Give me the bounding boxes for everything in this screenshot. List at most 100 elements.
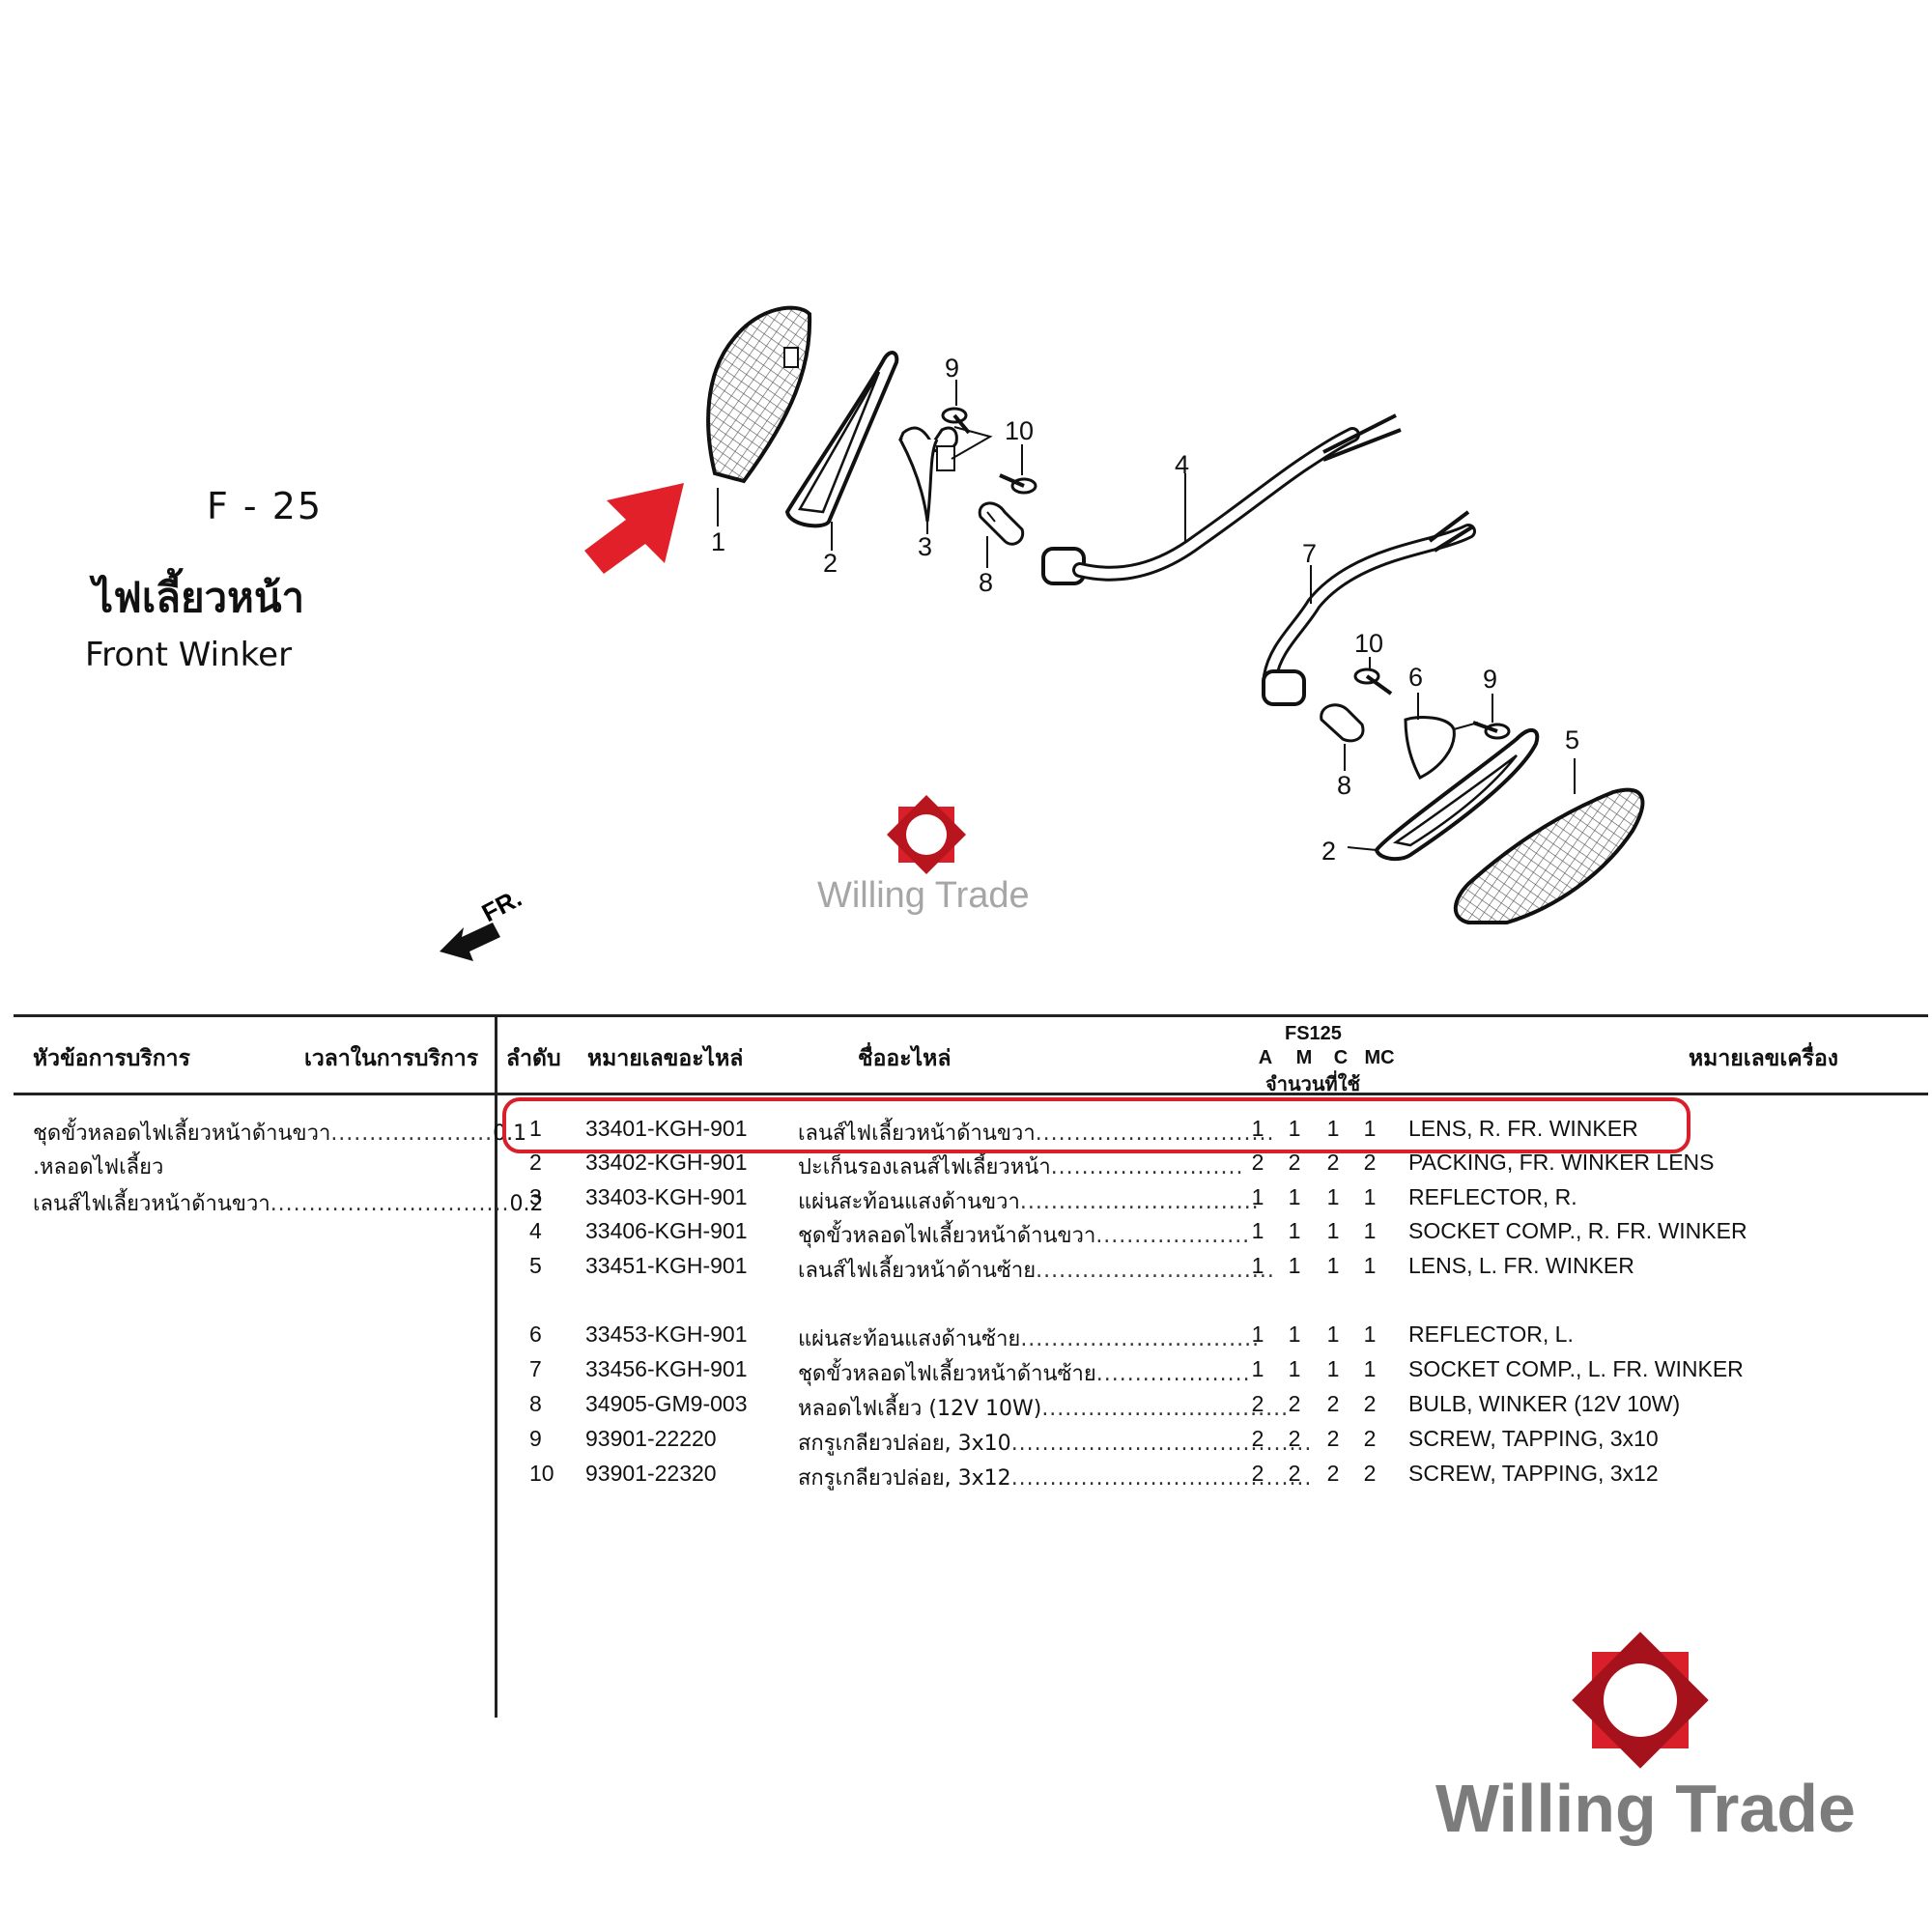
- part-name-thai: สกรูเกลียวปล่อย, 3x10...................…: [798, 1432, 1313, 1456]
- callout-label: 9: [945, 354, 959, 383]
- part-quantity: 1: [1363, 1321, 1377, 1347]
- callout-label: 2: [823, 549, 838, 578]
- part-name-english: PACKING, FR. WINKER LENS: [1408, 1150, 1715, 1175]
- part-number: 93901-22220: [585, 1426, 717, 1451]
- part-item-number: 10: [529, 1461, 554, 1486]
- socket-7-icon: [1262, 510, 1476, 706]
- brand-logo-icon: [1572, 1632, 1709, 1769]
- part-number: 34905-GM9-003: [585, 1391, 748, 1416]
- part-number: 33406-KGH-901: [585, 1218, 748, 1243]
- part-number: 33453-KGH-901: [585, 1321, 748, 1347]
- part-item-number: 3: [529, 1184, 542, 1209]
- service-item: เลนส์ไฟเลี้ยวหน้าด้านขวา................…: [33, 1192, 544, 1216]
- callout-label: 9: [1483, 665, 1497, 694]
- part-item-number: 1: [529, 1116, 542, 1141]
- header-model: FS125: [1285, 1023, 1342, 1044]
- part-quantity: 1: [1251, 1218, 1264, 1243]
- part-quantity: 2: [1326, 1150, 1340, 1175]
- screw-10-icon: [999, 473, 1037, 495]
- header-variant: A: [1258, 1047, 1273, 1068]
- part-name-thai: เลนส์ไฟเลี้ยวหน้าด้านขวา................…: [798, 1122, 1275, 1146]
- figure-title-english: Front Winker: [85, 636, 293, 674]
- table-top-rule: [14, 1014, 1928, 1017]
- part-item-number: 8: [529, 1391, 542, 1416]
- part-quantity: 2: [1251, 1391, 1264, 1416]
- part-quantity: 1: [1363, 1184, 1377, 1209]
- part-quantity: 2: [1288, 1391, 1301, 1416]
- header-quantity: จำนวนที่ใช้: [1265, 1072, 1361, 1095]
- part-name-english: SCREW, TAPPING, 3x12: [1408, 1461, 1659, 1486]
- part-quantity: 1: [1326, 1116, 1340, 1141]
- table-column-divider: [495, 1014, 497, 1718]
- part-name-english: BULB, WINKER (12V 10W): [1408, 1391, 1681, 1416]
- part-name-thai: ชุดขั้วหลอดไฟเลี้ยวหน้าด้านซ้าย.........…: [798, 1362, 1251, 1386]
- part-quantity: 1: [1326, 1218, 1340, 1243]
- part-name-thai: แผ่นสะท้อนแสงด้านซ้าย...................…: [798, 1327, 1261, 1351]
- part-quantity: 2: [1288, 1150, 1301, 1175]
- bulb-8-icon: [978, 501, 1025, 546]
- part-item-number: 7: [529, 1356, 542, 1381]
- part-quantity: 1: [1326, 1321, 1340, 1347]
- part-name-english: SOCKET COMP., L. FR. WINKER: [1408, 1356, 1744, 1381]
- part-name-thai: สกรูเกลียวปล่อย, 3x12...................…: [798, 1466, 1313, 1491]
- table-header-rule: [14, 1093, 1928, 1095]
- part-quantity: 1: [1288, 1184, 1301, 1209]
- part-quantity: 1: [1363, 1253, 1377, 1278]
- service-item: .หลอดไฟเลี้ยว: [33, 1155, 164, 1179]
- header-service-time: เวลาในการบริการ: [304, 1046, 479, 1071]
- callout-label: 8: [979, 568, 993, 597]
- pointer-arrow-icon: [584, 483, 684, 574]
- part-name-thai: เลนส์ไฟเลี้ยวหน้าด้านซ้าย...............…: [798, 1259, 1275, 1283]
- part-quantity: 2: [1251, 1426, 1264, 1451]
- part-number: 33451-KGH-901: [585, 1253, 748, 1278]
- callout-label: 5: [1565, 725, 1579, 754]
- part-quantity: 2: [1363, 1426, 1377, 1451]
- part-quantity: 2: [1326, 1461, 1340, 1486]
- part-quantity: 2: [1288, 1426, 1301, 1451]
- part-quantity: 1: [1251, 1184, 1264, 1209]
- callout-label: 1: [711, 527, 725, 556]
- part-quantity: 1: [1251, 1356, 1264, 1381]
- part-quantity: 1: [1326, 1184, 1340, 1209]
- part-name-thai: หลอดไฟเลี้ยว (12V 10W)..................…: [798, 1397, 1290, 1421]
- service-item: ชุดขั้วหลอดไฟเลี้ยวหน้าด้านขวา..........…: [33, 1122, 527, 1146]
- callout-label: 4: [1175, 450, 1189, 479]
- part-quantity: 2: [1363, 1391, 1377, 1416]
- part-quantity: 2: [1326, 1426, 1340, 1451]
- packing-right-icon: [784, 351, 899, 528]
- header-serial-number: หมายเลขเครื่อง: [1689, 1046, 1839, 1071]
- part-number: 33401-KGH-901: [585, 1116, 748, 1141]
- part-name-english: REFLECTOR, R.: [1408, 1184, 1577, 1209]
- part-number: 33403-KGH-901: [585, 1184, 748, 1209]
- part-quantity: 1: [1326, 1253, 1340, 1278]
- part-quantity: 1: [1363, 1116, 1377, 1141]
- brand-name-text: Willing Trade: [1435, 1771, 1856, 1846]
- part-quantity: 1: [1288, 1253, 1301, 1278]
- part-quantity: 1: [1288, 1321, 1301, 1347]
- part-number: 93901-22320: [585, 1461, 717, 1486]
- part-quantity: 1: [1288, 1356, 1301, 1381]
- part-name-english: LENS, L. FR. WINKER: [1408, 1253, 1634, 1278]
- bulb-8-lower-icon: [1320, 703, 1365, 743]
- part-item-number: 6: [529, 1321, 542, 1347]
- part-item-number: 2: [529, 1150, 542, 1175]
- part-quantity: 2: [1363, 1150, 1377, 1175]
- part-quantity: 2: [1251, 1461, 1264, 1486]
- front-direction-arrow-icon: FR.: [440, 883, 526, 961]
- part-quantity: 1: [1251, 1116, 1264, 1141]
- exploded-parts-diagram: FR. 1 2 3 4 7 8 9 10 10 6 9 5 8 2: [440, 305, 1645, 961]
- callout-label: 8: [1337, 771, 1351, 800]
- part-quantity: 1: [1363, 1218, 1377, 1243]
- reflector-left-icon: [1404, 716, 1479, 780]
- part-quantity: 2: [1288, 1461, 1301, 1486]
- front-direction-label: FR.: [477, 883, 526, 927]
- part-name-english: SOCKET COMP., R. FR. WINKER: [1408, 1218, 1747, 1243]
- part-item-number: 4: [529, 1218, 542, 1243]
- header-service-topic: หัวข้อการบริการ: [33, 1046, 190, 1071]
- part-number: 33402-KGH-901: [585, 1150, 748, 1175]
- part-name-english: SCREW, TAPPING, 3x10: [1408, 1426, 1659, 1451]
- callout-label: 10: [1354, 629, 1383, 658]
- lens-right-icon: [706, 305, 812, 484]
- figure-code: F - 25: [207, 485, 324, 527]
- part-item-number: 5: [529, 1253, 542, 1278]
